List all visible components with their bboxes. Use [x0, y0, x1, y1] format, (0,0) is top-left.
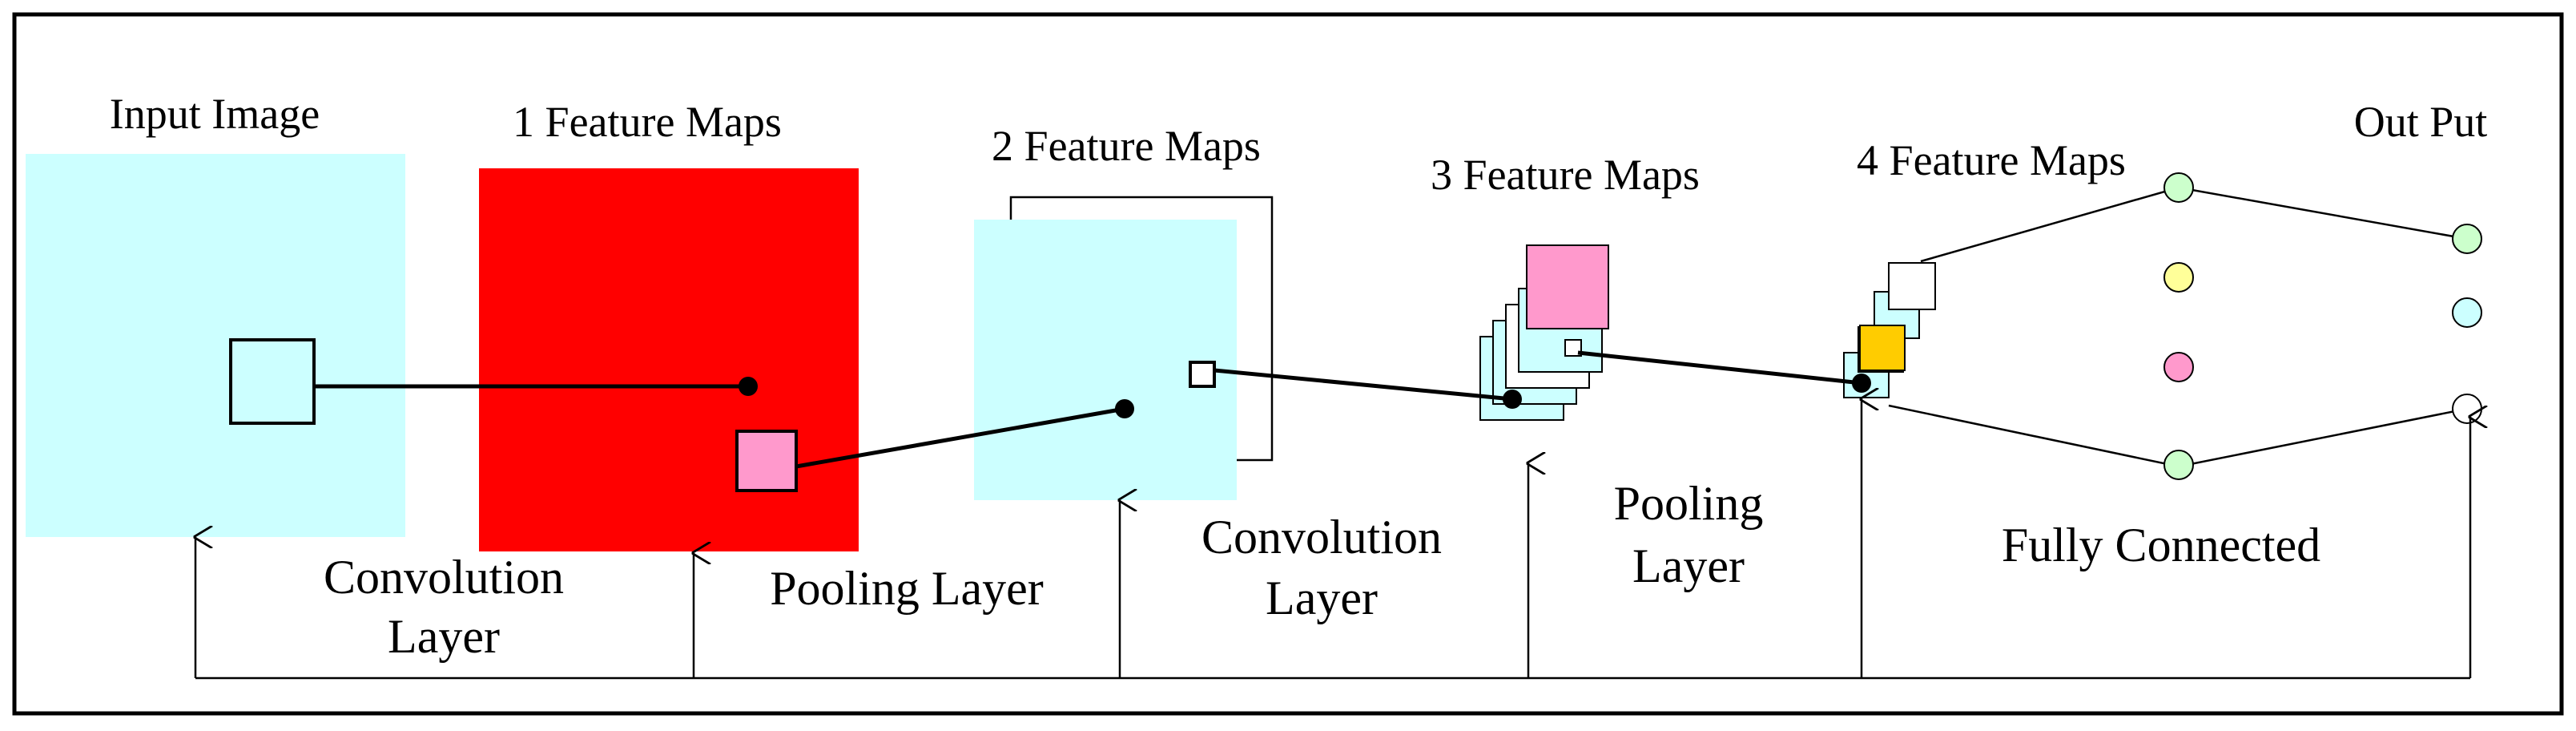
feature-map-3-kernel: [1564, 339, 1582, 357]
label-feature-maps-4: 4 Feature Maps: [1857, 136, 2126, 184]
feature-map-1-pool-window: [735, 430, 798, 492]
feature-map-1: [479, 168, 859, 551]
stage-convolution-2-line-1: Convolution: [1201, 511, 1442, 563]
connector-dot-fm1: [739, 377, 758, 396]
stage-pooling-2-line-2: Layer: [1632, 539, 1745, 592]
input-image-map: [26, 154, 405, 537]
output-node-1: [2452, 224, 2482, 254]
connector-dot-fm4: [1852, 374, 1871, 393]
hidden-node-4: [2163, 450, 2194, 480]
label-feature-maps-1: 1 Feature Maps: [513, 98, 782, 146]
output-node-2: [2452, 297, 2482, 328]
feature-map-3-top: [1526, 244, 1609, 329]
outer-frame: [12, 12, 2564, 716]
connector-dot-fm3: [1503, 390, 1522, 409]
connector-dot-fm2: [1115, 399, 1134, 418]
stage-convolution-1-line-2: Layer: [388, 610, 500, 663]
feature-map-2-kernel: [1189, 361, 1216, 388]
hidden-node-1: [2163, 172, 2194, 203]
connector-fm1-to-fm2: [795, 406, 1125, 469]
stage-convolution-1-line-1: Convolution: [324, 551, 564, 604]
hidden-node-3: [2163, 352, 2194, 382]
connector-fm2-to-fm3: [1214, 368, 1513, 402]
feature-map-2-front: [974, 220, 1237, 500]
label-feature-maps-2: 2 Feature Maps: [992, 122, 1261, 170]
label-feature-maps-3: 3 Feature Maps: [1431, 151, 1700, 199]
stage-pooling-1: Pooling Layer: [770, 562, 1044, 615]
stage-fully-connected: Fully Connected: [2002, 519, 2320, 571]
stage-convolution-2-line-2: Layer: [1266, 571, 1378, 624]
connector-fm3-to-fm4: [1577, 350, 1862, 386]
feature-map-4-top: [1859, 325, 1906, 371]
input-receptive-field: [229, 338, 316, 425]
label-input-image: Input Image: [110, 90, 320, 138]
label-output: Out Put: [2354, 98, 2488, 146]
stage-pooling-2-line-1: Pooling: [1614, 477, 1764, 530]
output-node-3: [2452, 394, 2482, 424]
feature-map-4-layer-4: [1888, 262, 1936, 310]
hidden-node-2: [2163, 262, 2194, 293]
